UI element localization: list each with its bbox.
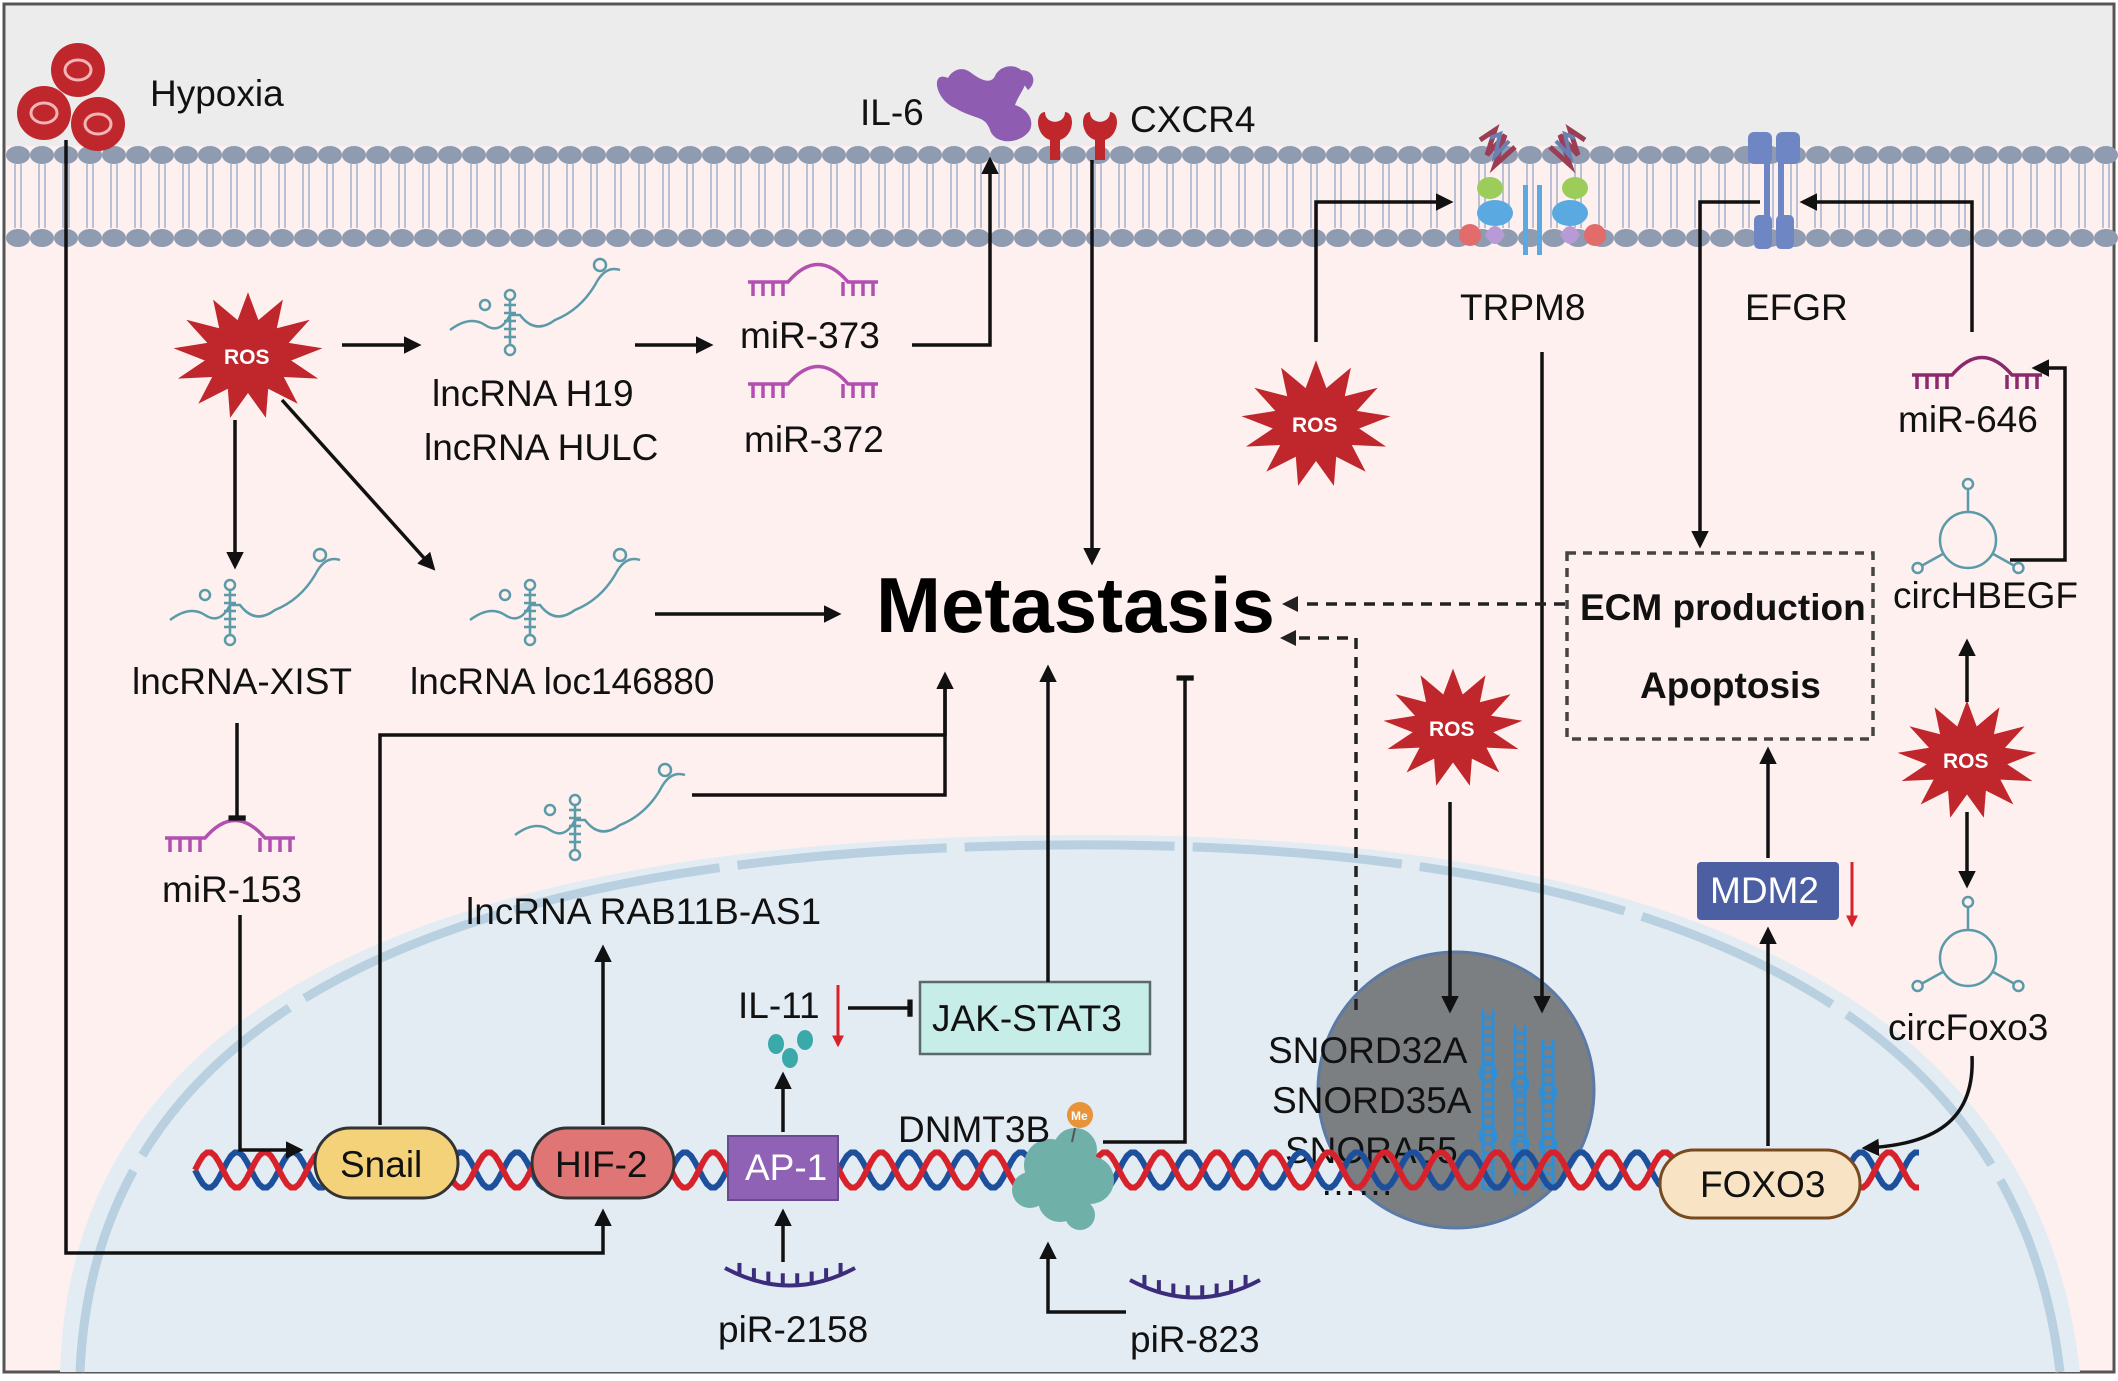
circhbegf-icon <box>1911 477 2025 575</box>
red-blood-cells-icon <box>17 43 125 151</box>
ecm-production-label: ECM production <box>1580 587 1866 628</box>
dnmt3b-label: DNMT3B <box>898 1109 1050 1150</box>
snail-label: Snail <box>340 1144 422 1185</box>
lncrna-h19-label: lncRNA H19 <box>432 373 634 414</box>
efgr-receptor-icon <box>1748 132 1800 249</box>
snord35a-label: SNORD35A <box>1272 1080 1472 1121</box>
il6-molecule-icon <box>936 66 1034 142</box>
metastasis-label: Metastasis <box>876 561 1275 649</box>
lncrna-xist-icon <box>169 547 341 647</box>
lncrna-rab11b-label: lncRNA RAB11B-AS1 <box>466 891 821 932</box>
mdm2-label: MDM2 <box>1710 870 1819 911</box>
pir823-label: piR-823 <box>1130 1319 1260 1360</box>
sno-ellipsis: …… <box>1320 1162 1394 1203</box>
methyl-group-icon <box>1067 1102 1093 1128</box>
ros-2-label: ROS <box>1292 414 1338 437</box>
nucleus <box>60 834 2080 1372</box>
lncrna-loc146880-label: lncRNA loc146880 <box>410 661 714 702</box>
lncrna-hulc-label: lncRNA HULC <box>424 427 658 468</box>
trpm8-label: TRPM8 <box>1460 287 1585 328</box>
cell-membrane <box>6 146 2118 247</box>
hif2-box <box>530 1126 676 1200</box>
mir372-icon <box>748 364 878 398</box>
il11-label: IL-11 <box>738 985 820 1026</box>
ros-1-starburst-icon: ROS <box>173 292 323 418</box>
ecm-apoptosis-box <box>1565 551 1875 741</box>
mir373-icon <box>748 262 878 296</box>
pir823-icon <box>1129 1274 1261 1300</box>
il6-label: IL-6 <box>860 92 924 133</box>
ros-4-starburst-icon: ROS <box>1897 700 2037 818</box>
nuclear-envelope <box>75 840 2065 1373</box>
foxo3-box <box>1658 1148 1862 1220</box>
hif2-label: HIF-2 <box>555 1144 648 1185</box>
hypoxia-label: Hypoxia <box>150 73 284 114</box>
pir2158-label: piR-2158 <box>718 1309 868 1350</box>
circfoxo3-label: circFoxo3 <box>1888 1007 2048 1048</box>
mir373-label: miR-373 <box>740 315 880 356</box>
dnmt3b-protein-icon <box>1012 1128 1114 1230</box>
lncrna-xist-label: lncRNA-XIST <box>132 661 352 702</box>
ros-1-label: ROS <box>224 346 270 369</box>
circfoxo3-icon <box>1911 895 2025 993</box>
circhbegf-label: circHBEGF <box>1893 575 2078 616</box>
snorna-hairpin-icon <box>1478 1010 1498 1191</box>
mir646-icon <box>1912 355 2042 389</box>
mir372-label: miR-372 <box>744 419 884 460</box>
lncrna-rab11b-icon <box>514 762 686 862</box>
ap1-label: AP-1 <box>745 1147 827 1188</box>
ros-3-label: ROS <box>1429 718 1475 741</box>
ap1-box <box>727 1135 839 1201</box>
cxcr4-label: CXCR4 <box>1130 99 1255 140</box>
trpm8-channel-icon <box>1459 123 1606 255</box>
cxcr4-receptor-icon <box>1038 112 1117 160</box>
mir646-label: miR-646 <box>1898 399 2038 440</box>
efgr-label: EFGR <box>1745 287 1848 328</box>
mir153-label: miR-153 <box>162 869 302 910</box>
lncrna-loc146880-icon <box>469 547 641 647</box>
jak-stat3-label: JAK-STAT3 <box>932 998 1122 1039</box>
apoptosis-label: Apoptosis <box>1640 665 1821 706</box>
il11-droplets-icon <box>768 1030 813 1068</box>
foxo3-label: FOXO3 <box>1700 1164 1825 1205</box>
snord32a-label: SNORD32A <box>1268 1030 1468 1071</box>
pathway-arrows <box>64 140 2067 1314</box>
pir2158-icon <box>724 1262 856 1288</box>
ros-4-label: ROS <box>1943 750 1989 773</box>
ros-3-starburst-icon: ROS <box>1383 668 1523 786</box>
snail-box <box>313 1126 460 1200</box>
methyl-link <box>1071 1127 1076 1143</box>
lncrna-h19-icon <box>449 257 621 357</box>
me-label: Me <box>1071 1109 1088 1123</box>
jak-stat3-box <box>918 980 1152 1056</box>
ros-2-starburst-icon: ROS <box>1241 360 1391 486</box>
mdm2-box <box>1697 862 1839 920</box>
